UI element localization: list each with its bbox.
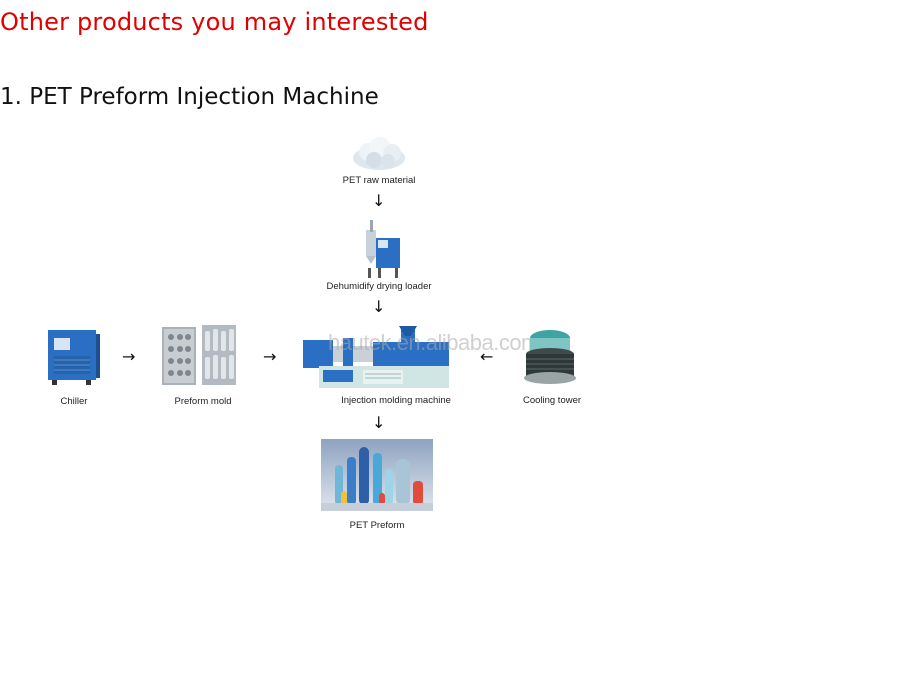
arrow-left-icon: ←	[480, 347, 494, 366]
chiller-label: Chiller	[60, 396, 88, 407]
preform-image	[321, 439, 433, 511]
section-title: Other products you may interested	[0, 8, 429, 36]
arrow-right-icon: →	[263, 347, 277, 366]
injection-machine-label: Injection molding machine	[341, 395, 451, 406]
raw-material-label: PET raw material	[342, 175, 416, 186]
watermark: hautek.en.alibaba.com	[328, 330, 539, 355]
arrow-right-icon: →	[122, 347, 136, 366]
arrow-down-icon: ↓	[372, 297, 386, 316]
cooling-tower-image	[518, 328, 582, 388]
mold-label: Preform mold	[174, 396, 232, 407]
injection-machine-image	[303, 324, 453, 390]
dryer-image	[362, 220, 402, 278]
cooling-tower-label: Cooling tower	[522, 395, 582, 406]
raw-material-image	[350, 134, 408, 172]
mold-image	[160, 323, 240, 389]
arrow-down-icon: ↓	[372, 413, 386, 432]
item-title: 1. PET Preform Injection Machine	[0, 84, 379, 110]
chiller-image	[46, 328, 102, 386]
preform-label: PET Preform	[349, 520, 405, 531]
arrow-down-icon: ↓	[372, 191, 386, 210]
dryer-label: Dehumidify drying loader	[326, 281, 432, 292]
